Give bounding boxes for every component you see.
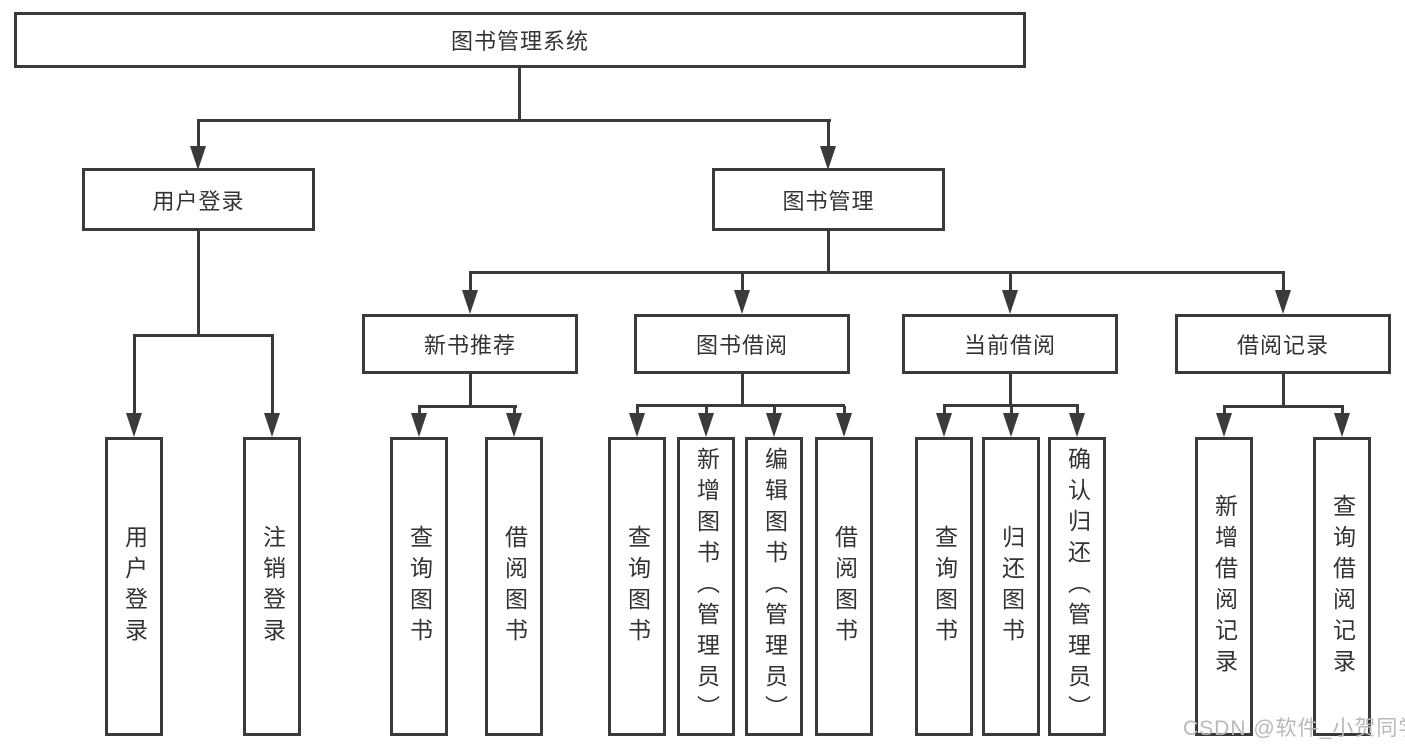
connector-stem <box>418 407 421 415</box>
connector-stem <box>943 406 946 415</box>
node-leaf-return-books: 归还图书 <box>982 437 1040 736</box>
connector-mgmt-trunk <box>827 231 830 274</box>
node-leaf-query-books: 查询图书 <box>390 437 448 736</box>
connector-recommend-trunk <box>469 374 472 408</box>
arrowhead-down-icon <box>126 413 142 437</box>
node-label: 用户登录 <box>121 524 148 649</box>
node-label: 图书借阅 <box>695 333 788 358</box>
node-leaf-logout: 注销登录 <box>243 437 301 736</box>
node-leaf-edit-books-admin: 编辑图书（管理员） <box>745 437 803 736</box>
connector-stem <box>741 273 744 291</box>
node-label: 编辑图书（管理员） <box>761 447 788 726</box>
connector-recommend-rail <box>418 405 517 408</box>
arrowhead-down-icon <box>1334 413 1350 437</box>
connector-stem <box>773 406 776 415</box>
arrowhead-down-icon <box>190 146 206 170</box>
node-new-book-recommendation: 新书推荐 <box>362 314 578 374</box>
node-label: 查询借阅记录 <box>1329 493 1356 680</box>
arrowhead-down-icon <box>1002 290 1018 314</box>
arrowhead-down-icon <box>836 413 852 437</box>
node-leaf-borrow-books: 借阅图书 <box>815 437 873 736</box>
node-label: 借阅记录 <box>1236 333 1329 358</box>
arrowhead-down-icon <box>506 413 522 437</box>
node-label: 确认归还（管理员） <box>1064 447 1091 726</box>
connector-stem <box>1009 273 1012 291</box>
connector-login-trunk <box>197 231 200 337</box>
arrowhead-down-icon <box>766 413 782 437</box>
connector-stem <box>827 121 830 148</box>
connector-stem <box>705 406 708 415</box>
connector-stem <box>469 273 472 291</box>
connector-root-trunk <box>518 66 521 121</box>
node-label: 图书管理系统 <box>450 29 589 54</box>
node-leaf-query-books: 查询图书 <box>915 437 973 736</box>
node-user-login-branch: 用户登录 <box>82 168 315 231</box>
connector-stem <box>1076 406 1079 415</box>
node-label: 新增借阅记录 <box>1211 493 1238 680</box>
node-label: 注销登录 <box>259 524 286 649</box>
connector-stem <box>1282 273 1285 291</box>
node-leaf-query-borrow-record: 查询借阅记录 <box>1313 437 1371 736</box>
connector-stem <box>1341 407 1344 415</box>
arrowhead-down-icon <box>629 413 645 437</box>
arrowhead-down-icon <box>1069 413 1085 437</box>
connector-borrow-rail <box>636 404 845 407</box>
arrowhead-down-icon <box>936 413 952 437</box>
arrowhead-down-icon <box>1216 413 1232 437</box>
connector-stem <box>1010 406 1013 415</box>
node-leaf-add-books-admin: 新增图书（管理员） <box>677 437 735 736</box>
node-leaf-query-books: 查询图书 <box>608 437 666 736</box>
arrowhead-down-icon <box>734 290 750 314</box>
node-current-borrowing: 当前借阅 <box>902 314 1118 374</box>
connector-stem <box>271 336 274 416</box>
node-leaf-confirm-return-admin: 确认归还（管理员） <box>1048 437 1106 736</box>
connector-stem <box>1223 407 1226 415</box>
node-label: 图书管理 <box>782 188 875 214</box>
connector-records-rail <box>1223 405 1344 408</box>
connector-login-rail <box>133 334 274 337</box>
arrowhead-down-icon <box>1275 290 1291 314</box>
node-label: 借阅图书 <box>501 524 528 649</box>
arrowhead-down-icon <box>264 413 280 437</box>
node-label: 用户登录 <box>152 188 245 214</box>
arrowhead-down-icon <box>820 146 836 170</box>
node-borrowing-records: 借阅记录 <box>1175 314 1391 374</box>
arrowhead-down-icon <box>411 413 427 437</box>
node-book-management-branch: 图书管理 <box>712 168 945 231</box>
node-label: 当前借阅 <box>963 333 1056 358</box>
node-label: 查询图书 <box>624 524 651 649</box>
node-label: 查询图书 <box>406 524 433 649</box>
connector-stem <box>513 407 516 415</box>
connector-level3-rail <box>469 271 1285 274</box>
node-label: 新书推荐 <box>423 333 516 358</box>
node-label: 查询图书 <box>931 524 958 649</box>
connector-level2-rail <box>197 119 831 122</box>
connector-stem <box>133 336 136 416</box>
node-leaf-add-borrow-record: 新增借阅记录 <box>1195 437 1253 736</box>
csdn-watermark: CSDN @软件_小贺同学 <box>1183 717 1405 740</box>
node-library-management-system: 图书管理系统 <box>14 12 1026 68</box>
connector-current-trunk <box>1009 374 1012 407</box>
arrowhead-down-icon <box>462 290 478 314</box>
arrowhead-down-icon <box>698 413 714 437</box>
connector-current-rail <box>943 404 1079 407</box>
node-label: 新增图书（管理员） <box>693 447 720 726</box>
node-leaf-user-login: 用户登录 <box>105 437 163 736</box>
node-label: 归还图书 <box>998 524 1025 649</box>
node-label: 借阅图书 <box>831 524 858 649</box>
connector-stem <box>843 406 846 415</box>
arrowhead-down-icon <box>1003 413 1019 437</box>
connector-records-trunk <box>1282 374 1285 408</box>
connector-stem <box>197 121 200 148</box>
node-book-borrowing: 图书借阅 <box>634 314 850 374</box>
connector-borrow-trunk <box>741 374 744 407</box>
connector-stem <box>636 406 639 415</box>
node-leaf-borrow-books: 借阅图书 <box>485 437 543 736</box>
